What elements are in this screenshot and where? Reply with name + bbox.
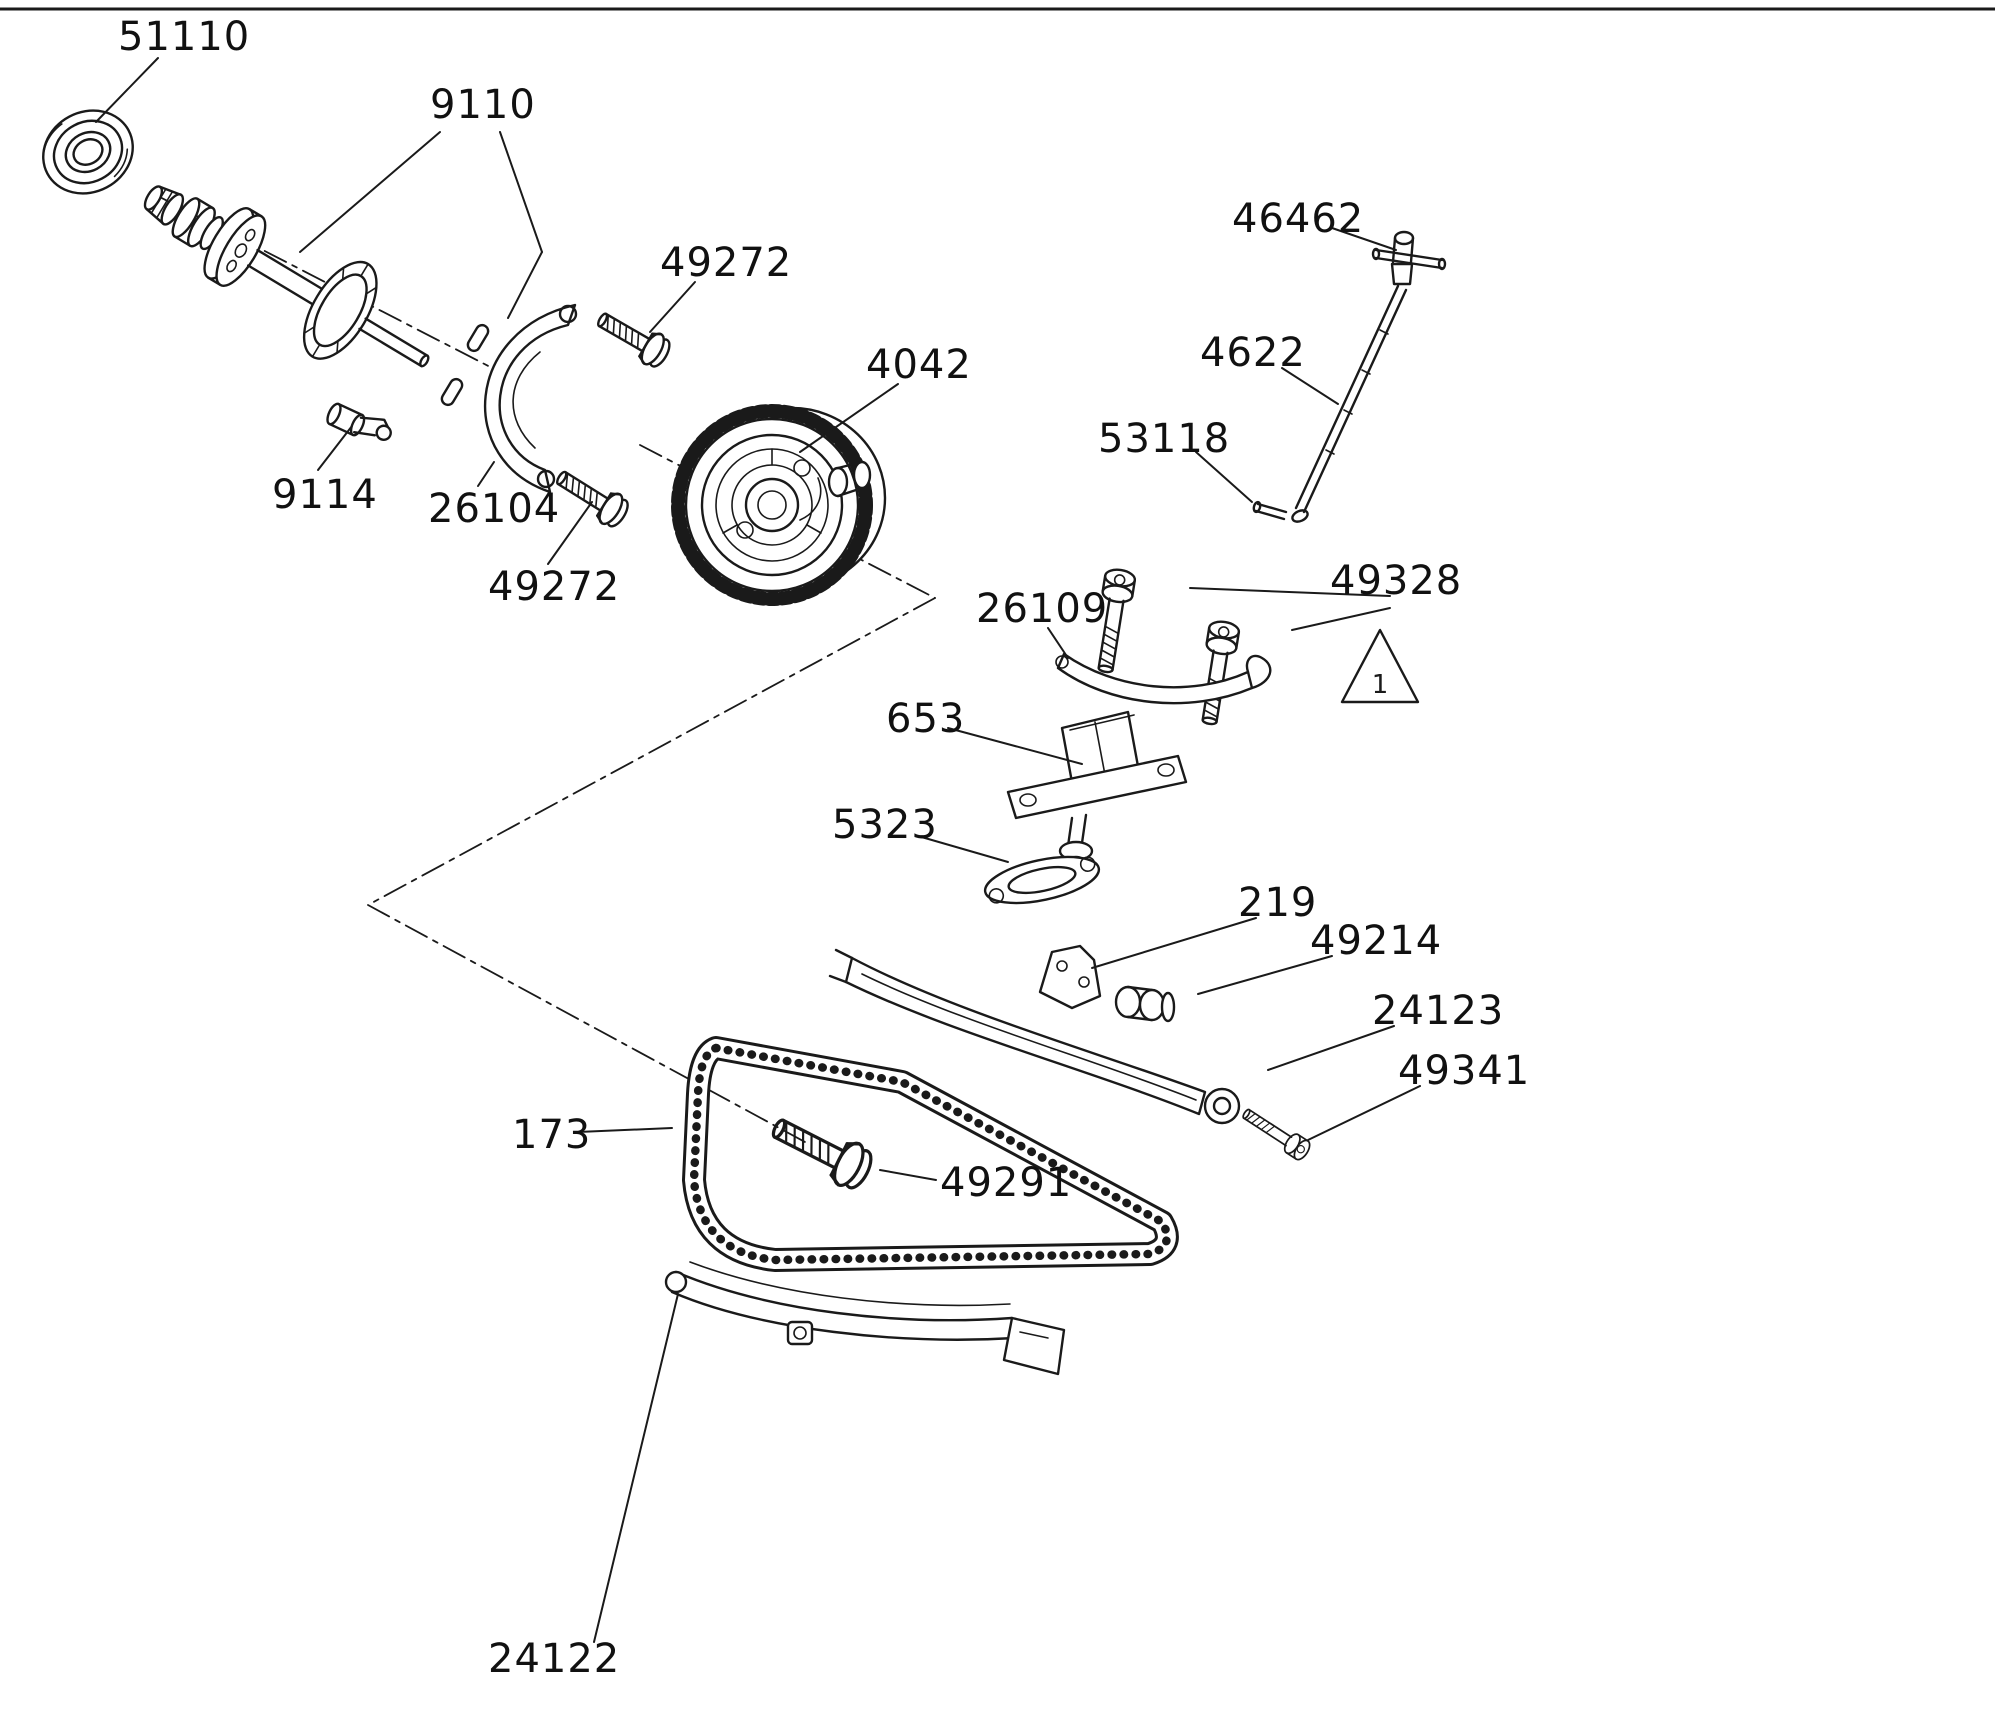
cam-end-piece-drawing [326,402,392,441]
gasket-drawing [983,855,1101,905]
gasket-guide-drawing [1055,652,1272,705]
part-label-653: 653 [886,696,966,742]
bolt-49341 [1237,1102,1314,1164]
dowel-pin-upper [466,323,490,353]
retainer-drawing [483,303,578,494]
part-label-9110: 9110 [430,82,536,128]
leader-lines [95,57,1421,1643]
part-label-53118: 53118 [1098,416,1231,462]
part-label-219: 219 [1238,880,1318,926]
union-bolt-drawing [1371,230,1447,286]
part-label-26109: 26109 [976,586,1109,632]
part-label-46462: 46462 [1232,196,1365,242]
part-label-49272-a: 49272 [660,240,793,286]
dowel-pin-lower [440,377,464,407]
bracket-drawing [1038,944,1102,1010]
part-label-49328: 49328 [1330,558,1463,604]
chain-guide-lower-drawing [664,1261,1066,1376]
chain-tensioner-drawing [1006,710,1188,869]
part-label-49214: 49214 [1310,918,1443,964]
part-label-4042: 4042 [866,342,972,388]
bolt-49272-upper [590,302,676,373]
part-label-5323: 5323 [832,802,938,848]
pin-drawing [1252,500,1288,521]
cam-sprocket-drawing [671,404,887,606]
part-label-24122: 24122 [488,1636,621,1682]
part-label-49272-b: 49272 [488,564,621,610]
timing-chain-drawing [682,1036,1179,1272]
bolt-49328-right [1193,618,1242,728]
part-label-49291: 49291 [940,1160,1073,1206]
part-label-26104: 26104 [428,486,561,532]
camshaft-drawing [143,185,430,368]
triangle-note-number: 1 [1372,670,1389,700]
part-label-173: 173 [512,1112,592,1158]
oil-pipe-drawing [1291,284,1408,523]
part-label-51110: 51110 [118,14,251,60]
part-label-49341: 49341 [1398,1048,1531,1094]
part-label-4622: 4622 [1200,330,1306,376]
chain-guide-upper-drawing [828,948,1241,1125]
roller-drawing [1114,985,1176,1023]
part-label-9114: 9114 [272,472,378,518]
part-label-24123: 24123 [1372,988,1505,1034]
bolt-49291 [763,1104,879,1196]
bolt-49272-lower [548,460,634,533]
bearing-drawing [42,109,134,195]
triangle-note: 1 [1340,628,1420,704]
